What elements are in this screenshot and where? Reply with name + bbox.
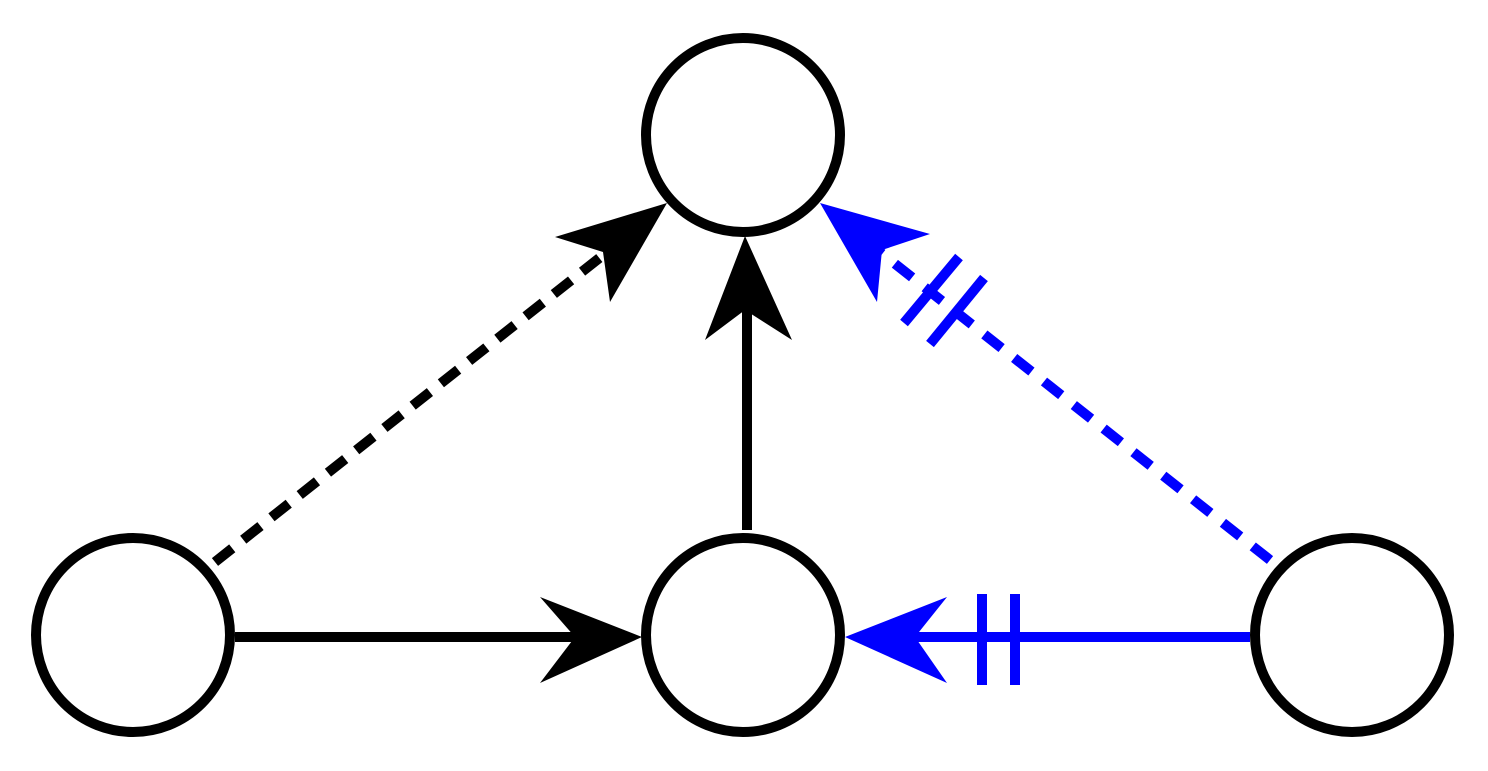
arrowhead-icon bbox=[555, 203, 667, 302]
arrowhead-icon bbox=[705, 236, 792, 340]
edge-bottom-right-to-bottom-middle bbox=[845, 594, 1250, 685]
arrowhead-icon bbox=[540, 597, 642, 683]
double-bar-mark bbox=[900, 253, 963, 327]
node-bottom-middle bbox=[641, 533, 845, 737]
edge-bottom-middle-to-top bbox=[705, 236, 792, 530]
double-bar-mark bbox=[926, 274, 988, 348]
node-bottom-left bbox=[31, 533, 235, 737]
edge-bottom-right-to-top bbox=[820, 203, 1274, 564]
edge-bottom-left-to-bottom-middle bbox=[235, 597, 642, 683]
node-bottom-right bbox=[1250, 533, 1454, 737]
arrowhead-icon bbox=[845, 597, 947, 683]
node-top bbox=[641, 33, 845, 237]
edge-bottom-left-to-top bbox=[211, 203, 667, 566]
arrowhead-icon bbox=[820, 203, 930, 302]
